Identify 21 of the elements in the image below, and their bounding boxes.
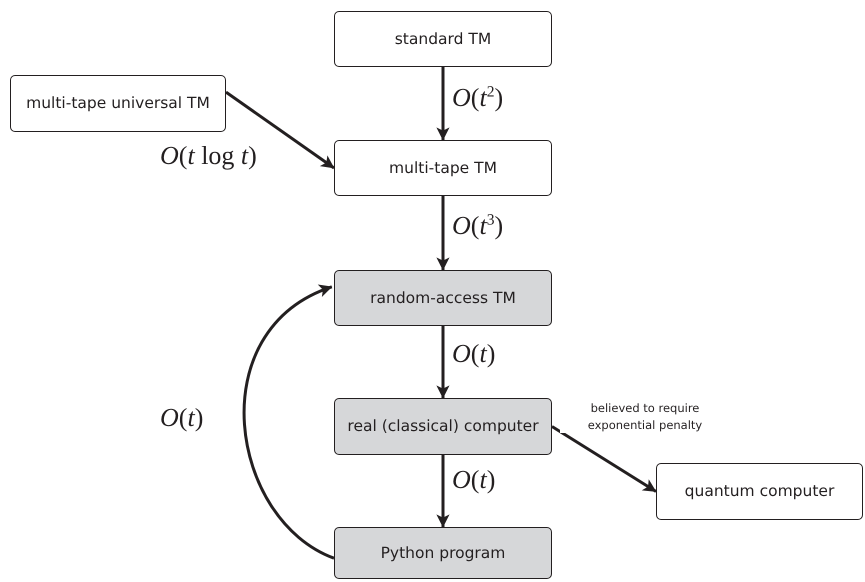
arrow	[243, 285, 335, 560]
process-box	[334, 270, 552, 326]
arrow	[225, 90, 335, 170]
process-box	[656, 463, 863, 520]
process-box	[334, 140, 552, 196]
arrow	[436, 326, 450, 399]
node-label: multi-tape TM	[389, 158, 497, 178]
process-box	[334, 11, 552, 67]
process-box	[334, 527, 552, 579]
process-box	[10, 75, 226, 132]
node-label: Python program	[380, 542, 506, 564]
node-label: random-access TM	[370, 288, 516, 308]
node-label: standard TM	[394, 28, 492, 50]
node-label: quantum computer	[684, 481, 834, 502]
arrow	[551, 425, 657, 493]
node-label: real (classical) computer	[347, 416, 539, 437]
arrow	[436, 196, 450, 271]
arrow	[436, 67, 450, 141]
arrow	[436, 455, 450, 528]
process-box	[334, 398, 552, 455]
node-label: multi-tape universal TM	[26, 93, 210, 114]
